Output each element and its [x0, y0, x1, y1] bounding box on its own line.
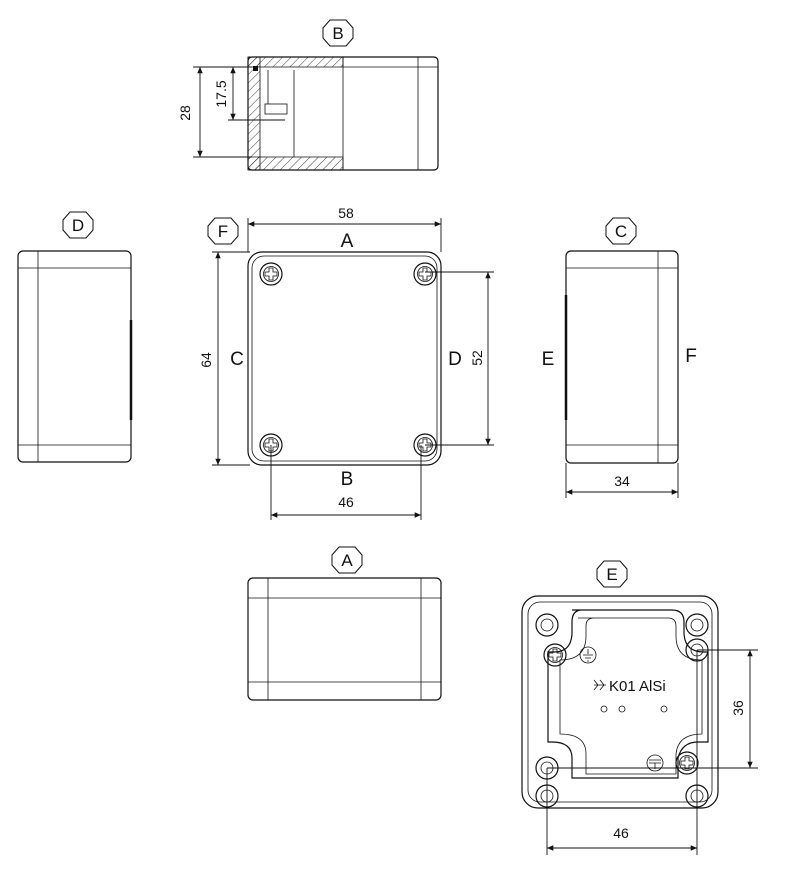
view-b-section: B 28 17.5: [177, 19, 439, 171]
view-d-side: D: [17, 211, 133, 463]
face-label-a: A: [341, 231, 354, 252]
screw-icon: [259, 262, 283, 286]
view-label-d: D: [72, 216, 84, 235]
view-label-e: E: [606, 565, 617, 584]
dim-length: 64: [198, 352, 214, 368]
ground-symbol-icon: [646, 754, 664, 772]
screw-icon: [543, 643, 567, 667]
face-label-f: F: [685, 346, 697, 367]
dim-screw-vertical: 52: [469, 350, 485, 366]
dim-height-inner: 17.5: [213, 80, 229, 107]
dim-screw-horizontal: 46: [338, 494, 354, 510]
view-label-b: B: [332, 24, 343, 43]
dim-depth: 34: [614, 473, 630, 489]
ground-symbol-icon: [579, 646, 597, 664]
dim-width: 58: [338, 205, 354, 221]
view-label-c: C: [615, 222, 627, 241]
screw-icon: [675, 751, 699, 775]
face-label-b: B: [341, 469, 354, 490]
view-e-bottom: E K01 AlSi 36: [521, 560, 758, 855]
manufacturer-logo-icon: [593, 679, 606, 691]
face-label-c: C: [230, 349, 244, 370]
dim-mount-vertical: 36: [730, 700, 746, 716]
view-label-a: A: [341, 551, 353, 570]
view-f-top: F A B C D 58 64 52 46: [198, 205, 494, 520]
view-a-front: A: [247, 546, 442, 701]
dim-mount-horizontal: 46: [613, 825, 629, 841]
view-c-side: C E F 34: [542, 217, 697, 498]
face-label-d: D: [448, 349, 462, 370]
face-label-e: E: [542, 349, 555, 370]
screw-icon: [413, 262, 437, 286]
view-label-f: F: [218, 222, 228, 241]
dim-height-total: 28: [177, 105, 193, 121]
bottom-marking: K01 AlSi: [609, 678, 666, 695]
